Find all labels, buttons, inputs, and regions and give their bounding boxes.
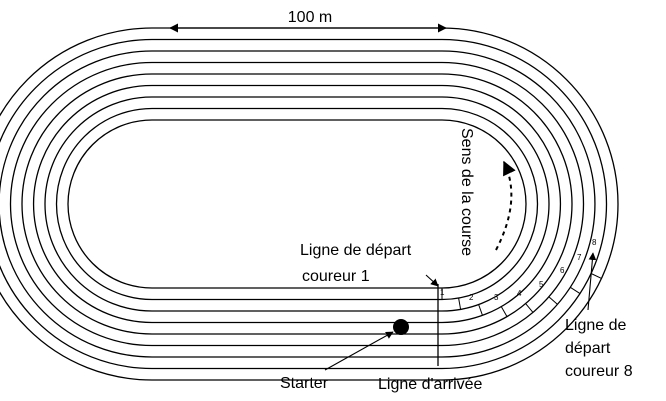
track-lanes [0, 27, 619, 381]
start-runner8-label-line3: coureur 8 [565, 363, 633, 380]
lane-number-6: 6 [560, 266, 565, 275]
start-mark-lane-7 [570, 286, 581, 295]
start-runner8-label-line1: Ligne de [565, 317, 626, 334]
lane-number-2: 2 [469, 293, 474, 302]
start-runner1-label-line2: coureur 1 [302, 268, 370, 285]
lane-number-8: 8 [592, 238, 597, 247]
lane-outline-6 [9, 61, 585, 347]
lane-number-5: 5 [539, 280, 544, 289]
start-runner8-label-line2: départ [565, 340, 611, 357]
lane-number-4: 4 [517, 289, 522, 298]
start-mark-lane-2 [458, 297, 462, 310]
starter-dot [393, 319, 409, 335]
starter-arrow [324, 331, 394, 371]
direction-arrow [495, 160, 516, 251]
direction-label: Sens de la course [458, 128, 475, 256]
lane-number-1: 1 [440, 288, 445, 297]
start-marks [441, 273, 602, 317]
lane-number-7: 7 [577, 253, 582, 262]
start-mark-lane-4 [500, 306, 508, 317]
length-label: 100 m [288, 9, 332, 26]
start-runner1-arrow [425, 274, 439, 287]
lane-outline-9 [0, 27, 619, 381]
start-mark-lane-5 [525, 303, 534, 313]
lane-outline-8 [0, 38, 608, 370]
lane-outline-4 [32, 84, 562, 324]
finish-label: Ligne d'arrivée [378, 376, 483, 393]
start-runner1-label-line1: Ligne de départ [300, 242, 412, 259]
lane-number-3: 3 [494, 293, 499, 302]
start-mark-lane-8 [590, 273, 602, 279]
start-mark-lane-3 [478, 304, 483, 316]
lane-outline-7 [0, 50, 596, 358]
start-runner8-arrow [587, 252, 597, 311]
lane-outline-1 [67, 119, 527, 289]
start-mark-lane-6 [548, 296, 558, 305]
lane-outline-3 [44, 96, 550, 312]
starter-label: Starter [280, 375, 329, 392]
lane-outline-5 [21, 73, 573, 335]
